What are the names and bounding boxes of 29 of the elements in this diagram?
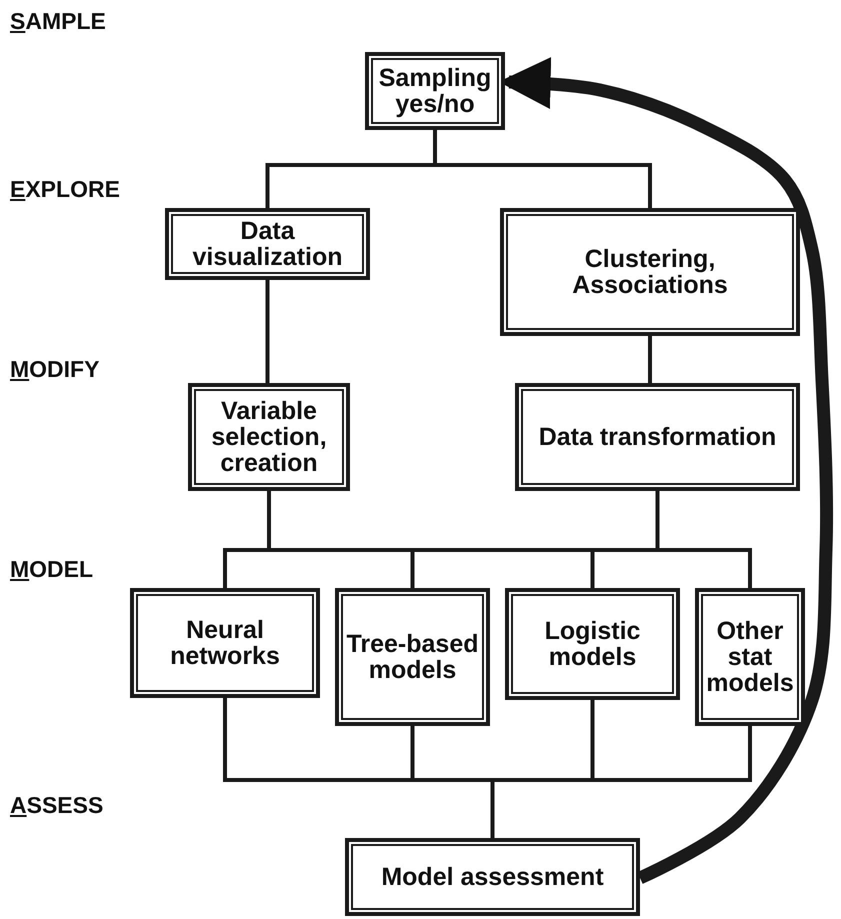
connector-line bbox=[266, 280, 270, 383]
box-label: Neural networks bbox=[169, 616, 281, 670]
box-label: Data transformation bbox=[538, 424, 776, 450]
connector-line bbox=[490, 726, 752, 838]
process-box bbox=[335, 588, 490, 726]
process-box bbox=[365, 52, 505, 130]
connector-line bbox=[433, 130, 652, 208]
box-label: Data visualization bbox=[191, 218, 344, 270]
box-label: Variable selection, creation bbox=[210, 398, 328, 476]
box-label: Logistic models bbox=[544, 618, 642, 670]
stage-label: MODEL bbox=[10, 556, 94, 583]
stage-label: ASSESS bbox=[10, 792, 104, 819]
box-label: Model assessment bbox=[381, 864, 604, 890]
box-label: Other stat models bbox=[705, 618, 795, 696]
process-box bbox=[188, 383, 350, 491]
box-label: Clustering, Associations bbox=[571, 246, 729, 298]
process-box bbox=[165, 208, 370, 280]
process-box bbox=[695, 588, 805, 726]
box-label: Sampling yes/no bbox=[378, 64, 492, 118]
process-box bbox=[500, 208, 800, 336]
stage-label: SAMPLE bbox=[10, 8, 106, 35]
box-label: Tree-based models bbox=[345, 630, 480, 684]
process-box bbox=[505, 588, 680, 700]
stage-label: EXPLORE bbox=[10, 176, 120, 203]
process-box bbox=[515, 383, 800, 491]
stage-label: MODIFY bbox=[10, 356, 100, 383]
connector-line bbox=[648, 336, 652, 383]
process-box bbox=[345, 838, 640, 916]
process-box bbox=[130, 588, 320, 698]
